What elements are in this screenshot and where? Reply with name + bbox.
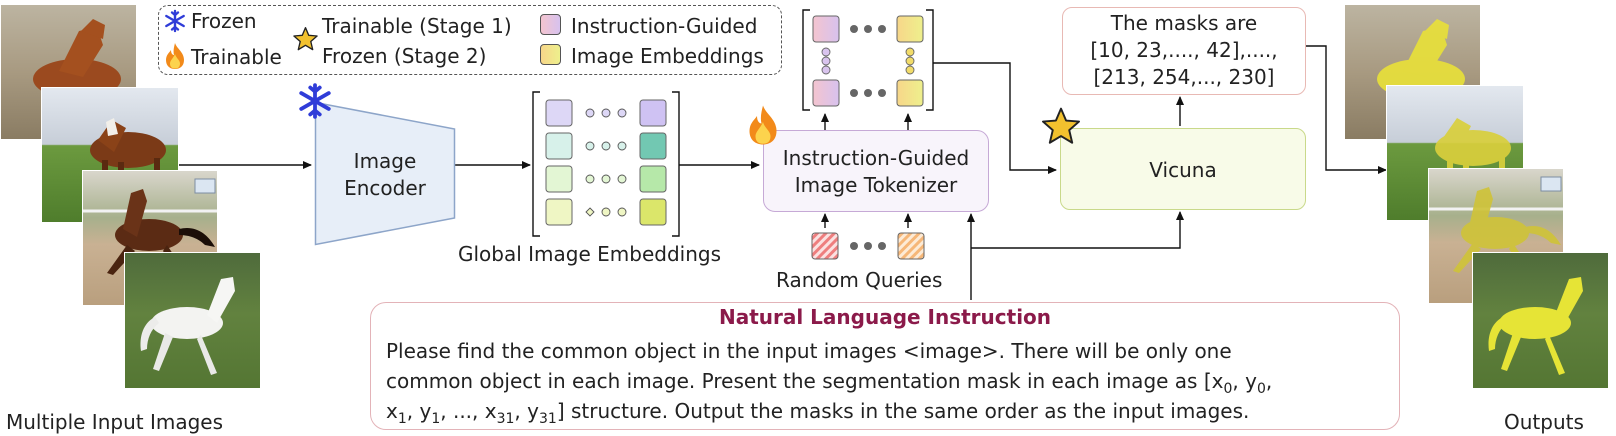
snowflake-icon (165, 9, 185, 33)
global-embeddings-label: Global Image Embeddings (458, 242, 722, 266)
masks-output-line1: The masks are (1110, 11, 1258, 35)
flame-icon (166, 43, 184, 69)
encoder-label-line1: Image (353, 149, 417, 173)
arrow-instruction-to-vicuna (971, 211, 1184, 249)
masks-output-line2: [10, 23,...., 42],...., (1090, 38, 1278, 62)
legend (158, 5, 782, 75)
global-embeddings-matrix (532, 91, 680, 237)
masks-output-box (1062, 7, 1306, 95)
masks-output-line3: [213, 254,..., 230] (1093, 65, 1275, 89)
image-tokens-matrix (802, 9, 934, 111)
instruction-title: Natural Language Instruction (718, 305, 1052, 329)
instruction-guided-tokenizer (763, 130, 989, 212)
tokenizer-label-line1: Instruction-Guided (782, 146, 970, 170)
star-icon (293, 27, 318, 51)
vicuna-label: Vicuna (1149, 158, 1217, 182)
output-image-4 (1472, 252, 1609, 389)
random-queries-label: Random Queries (776, 268, 943, 292)
legend-trainable-label: Trainable (191, 45, 282, 69)
input-image-4 (124, 252, 261, 389)
tokenizer-label-line2: Image Tokenizer (794, 173, 958, 197)
legend-swatch-image-embeddings (540, 44, 561, 65)
vicuna-llm-block (1060, 128, 1306, 210)
image-encoder-block (314, 101, 456, 246)
arrow-masks-to-outputs (1302, 45, 1387, 174)
outputs-label: Outputs (1504, 410, 1584, 434)
arrow-tokens-to-vicuna (933, 62, 1057, 174)
instruction-line2: common object in each image. Present the… (386, 369, 1273, 397)
tokenizer-flame-icon (749, 105, 777, 145)
inputs-label: Multiple Input Images (6, 410, 224, 434)
instruction-line1: Please find the common object in the inp… (386, 339, 1232, 363)
instruction-line3: x1, y1, ..., x31, y31] structure. Output… (386, 399, 1250, 427)
legend-frozen-label: Frozen (191, 9, 257, 33)
encoder-snowflake-icon (299, 83, 331, 119)
encoder-label-line2: Encoder (344, 176, 426, 200)
legend-image-embeddings-label: Image Embeddings (571, 44, 764, 68)
vicuna-star-icon (1042, 107, 1080, 144)
instruction-box (370, 302, 1400, 430)
legend-frozen-stage2: Frozen (Stage 2) (322, 44, 487, 68)
legend-swatch-instruction-guided (540, 14, 561, 35)
random-queries-tokens (811, 232, 925, 260)
legend-trainable-stage1: Trainable (Stage 1) (322, 14, 512, 38)
legend-instruction-guided-label: Instruction-Guided (571, 14, 758, 38)
